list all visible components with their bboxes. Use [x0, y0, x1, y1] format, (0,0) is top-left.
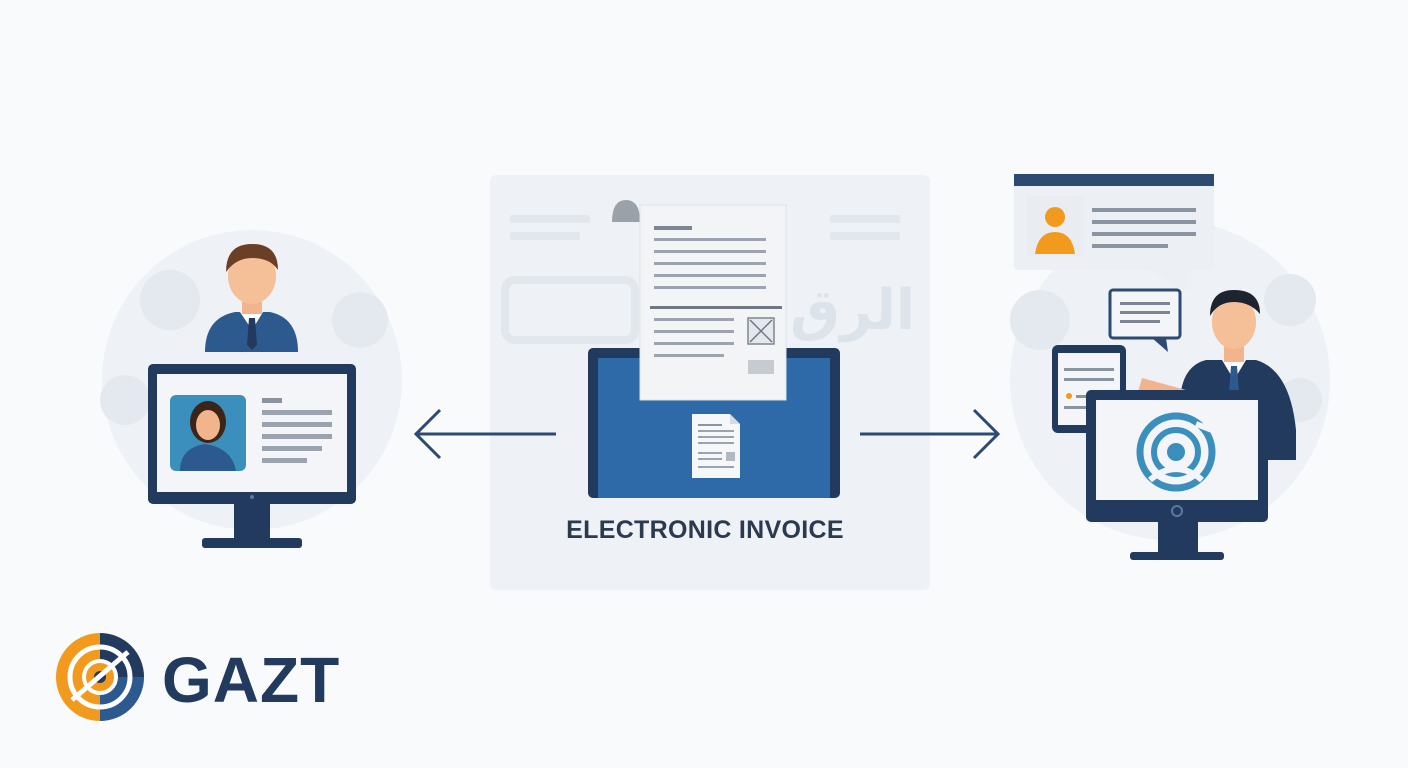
arrow-to-sender [413, 408, 556, 460]
receiver-gazt-logo-icon [1136, 412, 1216, 492]
background-watermark-text: الرق [790, 278, 916, 343]
profile-card-chat-bubble-icon [1014, 174, 1214, 292]
brand-name: GAZT [162, 644, 341, 716]
chat-bubble-icon [1108, 288, 1182, 352]
businessman-avatar-icon [1138, 290, 1296, 460]
gazt-logo-icon [56, 633, 144, 721]
sender-man-avatar-icon [205, 244, 298, 352]
invoice-document-icon [612, 200, 787, 401]
small-document-icon [692, 414, 740, 478]
arrow-to-receiver [860, 408, 1001, 460]
sender-woman-avatar-icon [170, 395, 246, 471]
electronic-invoice-label: ELECTRONIC INVOICE [566, 516, 844, 544]
receiver-computer-monitor-icon [1086, 390, 1268, 560]
